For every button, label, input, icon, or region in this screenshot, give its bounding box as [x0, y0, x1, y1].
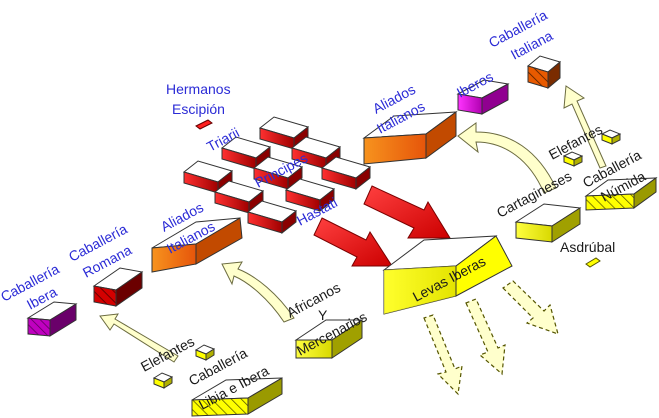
- cream-arrow-numida: [563, 85, 607, 169]
- africanos-mercenarios-block: [294, 319, 364, 359]
- asdrubal-marker: [585, 257, 601, 268]
- elephant-block: [194, 344, 216, 361]
- red-arrow-right: [363, 185, 451, 239]
- red-arrow-left: [313, 217, 393, 267]
- cream-arrow-africanos: [221, 261, 295, 323]
- label-asdrubal: Asdrúbal: [560, 239, 615, 255]
- label-hermanos-escipion-2: Escipión: [172, 101, 225, 117]
- cream-arrow-cartagineses: [457, 122, 557, 194]
- elephant-block: [152, 372, 174, 389]
- escipion-marker: [195, 119, 213, 130]
- numidian-cavalry-block: [584, 177, 658, 211]
- cartagineses-block: [514, 203, 582, 243]
- maniple-block: [252, 156, 304, 191]
- dashed-arrow-3: [502, 280, 559, 335]
- elephant-block: [600, 129, 622, 145]
- cream-arrow-libia: [99, 313, 179, 363]
- maniple-block: [320, 156, 372, 191]
- elephant-block: [562, 151, 584, 167]
- dashed-arrow-1: [423, 314, 463, 396]
- levas-iberas-block: [382, 235, 513, 315]
- roman-cavalry-block: [92, 267, 144, 307]
- dashed-arrow-2: [465, 298, 506, 376]
- libyan-iberian-cavalry-block: [191, 377, 283, 417]
- label-y: Y: [318, 307, 328, 323]
- label-africanos: Africanos: [284, 279, 343, 321]
- italian-cavalry-block: [526, 55, 562, 90]
- maniple-block: [246, 200, 298, 235]
- iberian-cavalry-left-block: [26, 301, 78, 337]
- maniple-block: [284, 178, 336, 213]
- iberos-block: [456, 79, 510, 115]
- allied-italians-left-block: [151, 217, 243, 273]
- label-hermanos-escipion-1: Hermanos: [166, 81, 231, 97]
- allied-italians-center-block: [362, 111, 458, 165]
